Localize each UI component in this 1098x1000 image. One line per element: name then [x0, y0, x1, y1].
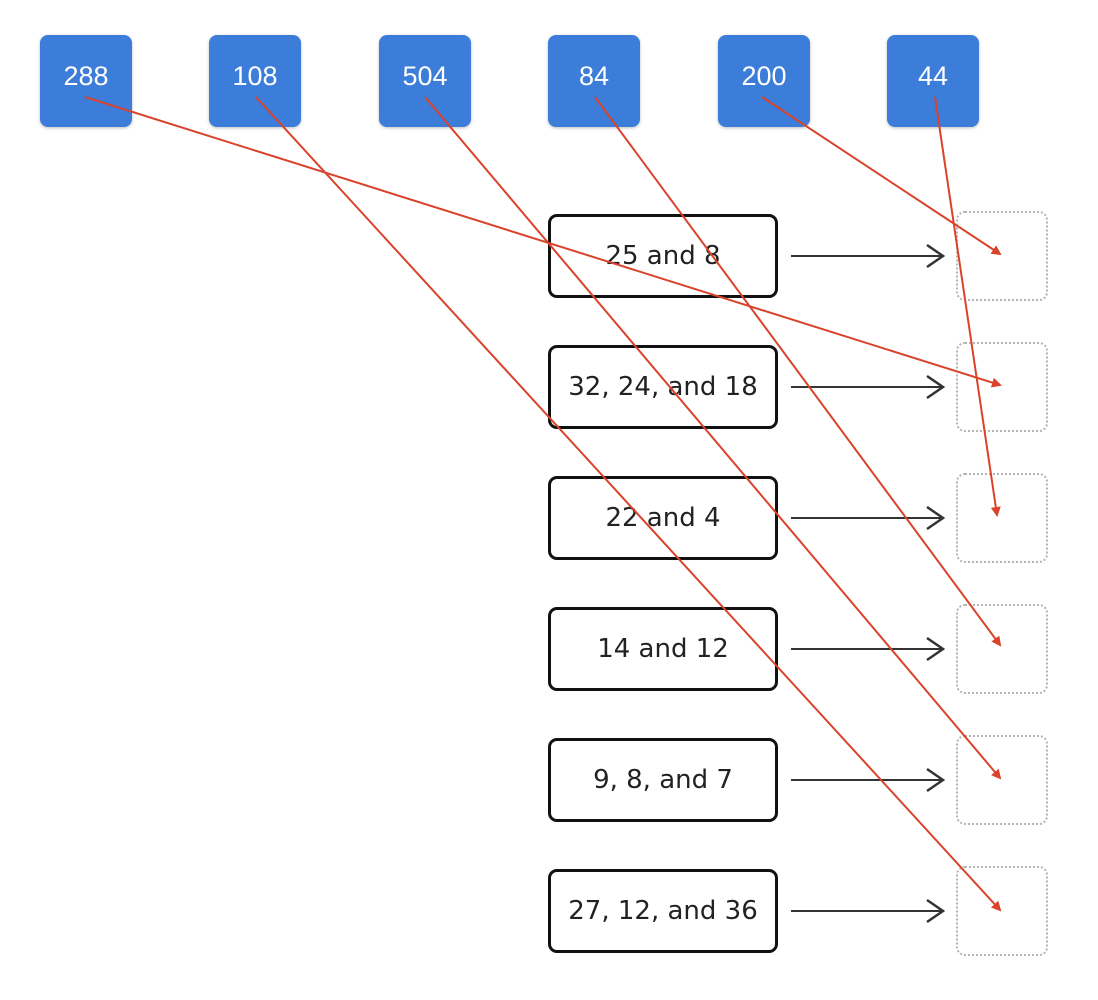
answer-tile-288[interactable]: 288	[40, 35, 132, 127]
right-arrow-icon	[791, 898, 946, 924]
right-arrow-icon	[791, 505, 946, 531]
drop-zone[interactable]	[956, 211, 1048, 301]
match-row: 27, 12, and 36	[548, 866, 1058, 956]
factor-box: 14 and 12	[548, 607, 778, 691]
match-row: 9, 8, and 7	[548, 735, 1058, 825]
annotation-arrow	[934, 96, 1001, 517]
answer-tile-200[interactable]: 200	[718, 35, 810, 127]
answer-tile-108[interactable]: 108	[209, 35, 301, 127]
factor-box: 32, 24, and 18	[548, 345, 778, 429]
match-row: 22 and 4	[548, 473, 1058, 563]
drop-zone[interactable]	[956, 866, 1048, 956]
factor-box: 22 and 4	[548, 476, 778, 560]
factor-box: 9, 8, and 7	[548, 738, 778, 822]
drop-zone[interactable]	[956, 604, 1048, 694]
answer-tile-84[interactable]: 84	[548, 35, 640, 127]
right-arrow-icon	[791, 636, 946, 662]
factor-box: 25 and 8	[548, 214, 778, 298]
right-arrow-icon	[791, 374, 946, 400]
match-row: 14 and 12	[548, 604, 1058, 694]
drop-zone[interactable]	[956, 735, 1048, 825]
drop-zone[interactable]	[956, 473, 1048, 563]
factor-box: 27, 12, and 36	[548, 869, 778, 953]
right-arrow-icon	[791, 243, 946, 269]
drop-zone[interactable]	[956, 342, 1048, 432]
right-arrow-icon	[791, 767, 946, 793]
match-row: 25 and 8	[548, 211, 1058, 301]
match-row: 32, 24, and 18	[548, 342, 1058, 432]
answer-tile-44[interactable]: 44	[887, 35, 979, 127]
answer-tile-504[interactable]: 504	[379, 35, 471, 127]
